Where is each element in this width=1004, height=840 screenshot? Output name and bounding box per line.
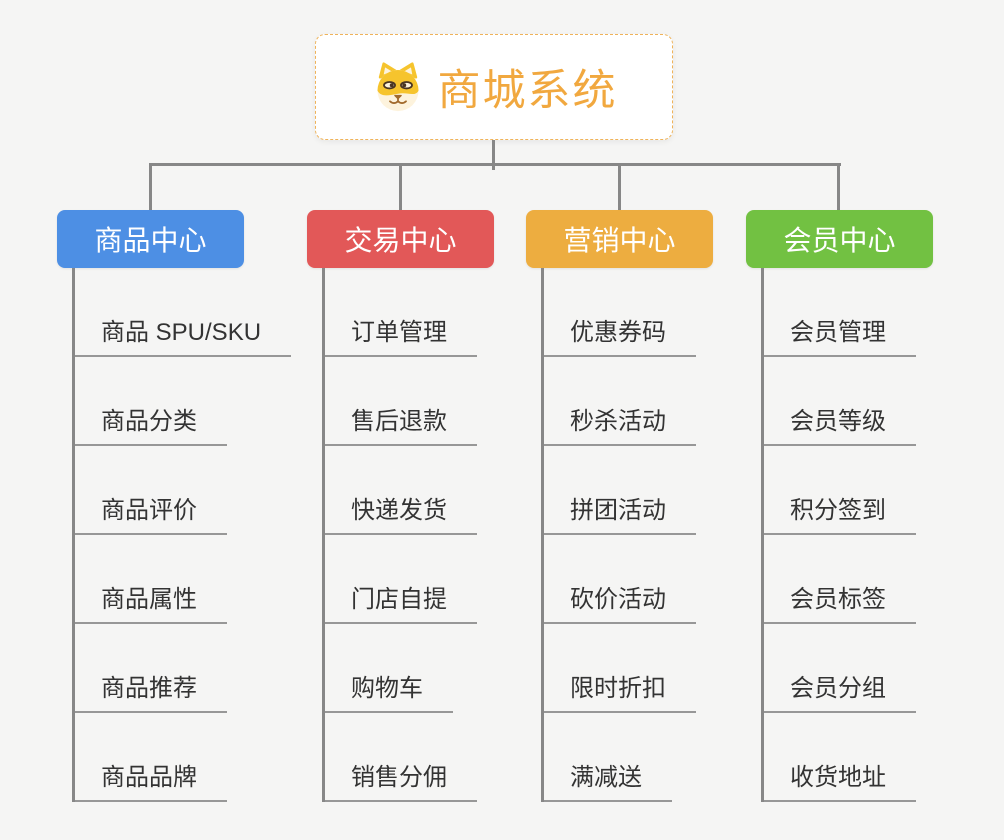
connector-drop-marketing bbox=[618, 163, 621, 210]
leaf-store-pickup[interactable]: 门店自提 bbox=[325, 585, 477, 624]
leaf-group-buy[interactable]: 拼团活动 bbox=[544, 496, 696, 535]
leaf-product-attribute[interactable]: 商品属性 bbox=[75, 585, 227, 624]
root-title: 商城系统 bbox=[437, 67, 618, 115]
leaf-sales-commission[interactable]: 销售分佣 bbox=[325, 763, 477, 802]
leaf-order-management[interactable]: 订单管理 bbox=[325, 318, 477, 357]
branch-trade-items: 订单管理 售后退款 快递发货 门店自提 购物车 销售分佣 bbox=[322, 268, 477, 802]
leaf-member-level[interactable]: 会员等级 bbox=[764, 407, 916, 446]
leaf-bargain-activity[interactable]: 砍价活动 bbox=[544, 585, 696, 624]
connector-horizontal-line bbox=[149, 163, 841, 166]
leaf-member-group[interactable]: 会员分组 bbox=[764, 674, 916, 713]
branch-marketing-items: 优惠券码 秒杀活动 拼团活动 砍价活动 限时折扣 满减送 bbox=[541, 268, 696, 802]
leaf-full-reduction[interactable]: 满减送 bbox=[544, 763, 672, 802]
branch-product-items: 商品 SPU/SKU 商品分类 商品评价 商品属性 商品推荐 商品品牌 bbox=[72, 268, 292, 802]
branch-label: 交易中心 bbox=[344, 225, 457, 256]
connector-drop-trade bbox=[399, 163, 402, 210]
branch-trade-center[interactable]: 交易中心 bbox=[307, 210, 494, 268]
leaf-product-spu-sku[interactable]: 商品 SPU/SKU bbox=[75, 318, 292, 357]
leaf-shipping-address[interactable]: 收货地址 bbox=[764, 763, 916, 802]
leaf-member-management[interactable]: 会员管理 bbox=[764, 318, 916, 357]
leaf-product-category[interactable]: 商品分类 bbox=[75, 407, 227, 446]
leaf-limited-time-discount[interactable]: 限时折扣 bbox=[544, 674, 696, 713]
leaf-shopping-cart[interactable]: 购物车 bbox=[325, 674, 453, 713]
connector-drop-member bbox=[837, 163, 840, 210]
leaf-product-brand[interactable]: 商品品牌 bbox=[75, 763, 227, 802]
leaf-member-tag[interactable]: 会员标签 bbox=[764, 585, 916, 624]
branch-member-items: 会员管理 会员等级 积分签到 会员标签 会员分组 收货地址 bbox=[761, 268, 916, 802]
connector-drop-product bbox=[149, 163, 152, 210]
branch-label: 会员中心 bbox=[783, 225, 896, 256]
dog-face-icon bbox=[371, 62, 425, 112]
leaf-flash-sale[interactable]: 秒杀活动 bbox=[544, 407, 696, 446]
leaf-product-recommend[interactable]: 商品推荐 bbox=[75, 674, 227, 713]
branch-marketing-center[interactable]: 营销中心 bbox=[526, 210, 713, 268]
branch-member-center[interactable]: 会员中心 bbox=[746, 210, 933, 268]
branch-product-center[interactable]: 商品中心 bbox=[57, 210, 244, 268]
leaf-points-checkin[interactable]: 积分签到 bbox=[764, 496, 916, 535]
leaf-coupon-code[interactable]: 优惠券码 bbox=[544, 318, 696, 357]
branch-label: 营销中心 bbox=[563, 225, 676, 256]
branch-label: 商品中心 bbox=[94, 225, 207, 256]
root-node[interactable]: 商城系统 bbox=[315, 34, 673, 140]
leaf-aftersale-refund[interactable]: 售后退款 bbox=[325, 407, 477, 446]
connector-root-drop bbox=[492, 140, 495, 170]
leaf-express-delivery[interactable]: 快递发货 bbox=[325, 496, 477, 535]
leaf-product-review[interactable]: 商品评价 bbox=[75, 496, 227, 535]
